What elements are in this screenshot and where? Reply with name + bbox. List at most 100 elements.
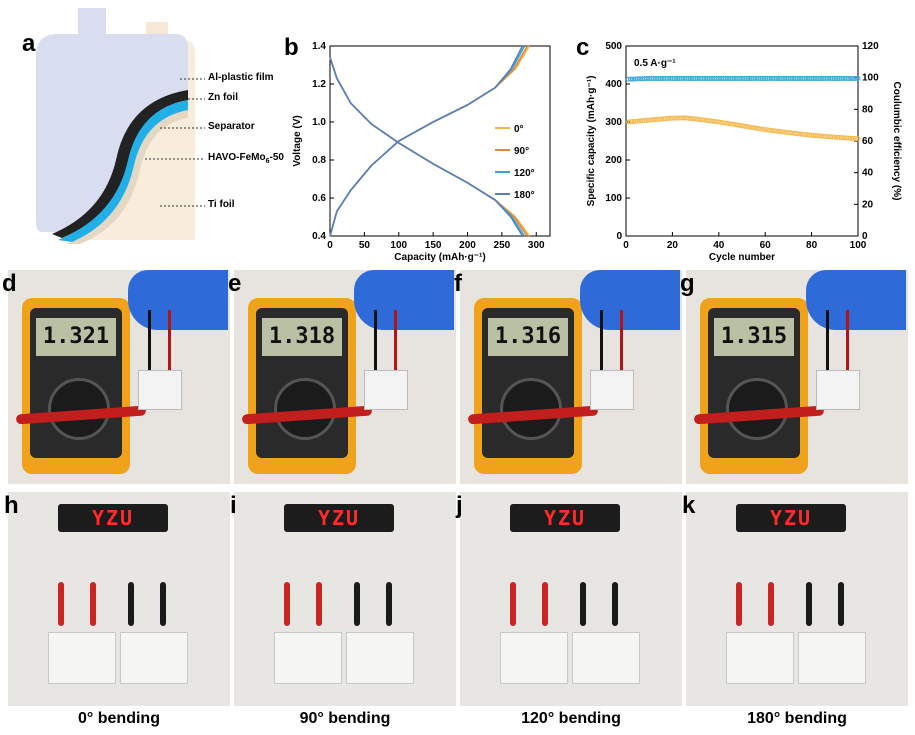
panel-label-c: c <box>576 34 590 61</box>
pouch-cell <box>590 370 634 410</box>
pouch-cell-1 <box>274 632 342 684</box>
capacity-point <box>799 131 805 137</box>
efficiency-point <box>792 75 798 81</box>
bending-caption: 120° bending <box>521 710 621 727</box>
capacity-point <box>690 116 696 122</box>
efficiency-point <box>709 75 715 81</box>
y2-tick-label: 40 <box>862 168 874 179</box>
efficiency-point <box>702 75 708 81</box>
efficiency-point <box>809 75 815 81</box>
y-tick-label: 0.6 <box>312 193 326 204</box>
capacity-point <box>695 116 701 122</box>
series-charge-line <box>329 45 529 237</box>
efficiency-point <box>646 75 652 81</box>
efficiency-point <box>669 75 675 81</box>
capacity-point <box>737 122 743 128</box>
capacity-point <box>697 117 703 123</box>
efficiency-point <box>758 75 764 81</box>
capacity-point <box>730 121 736 127</box>
efficiency-point <box>769 75 775 81</box>
capacity-point <box>744 124 750 130</box>
efficiency-point <box>825 75 831 81</box>
efficiency-point <box>753 75 759 81</box>
capacity-point <box>774 128 780 134</box>
zn-foil-layer <box>52 90 188 238</box>
capacity-point <box>637 118 643 124</box>
black-clip-2 <box>838 582 844 626</box>
x-tick-label: 150 <box>425 240 442 251</box>
capacity-point <box>681 115 687 121</box>
efficiency-point <box>799 75 805 81</box>
capacity-point <box>781 129 787 135</box>
efficiency-point <box>765 75 771 81</box>
capacity-point <box>746 124 752 130</box>
efficiency-point <box>642 76 648 82</box>
y2-tick-label: 60 <box>862 136 874 147</box>
red-clip-1 <box>736 582 742 626</box>
capacity-point <box>644 117 650 123</box>
capacity-point <box>649 117 655 123</box>
led-text: YZU <box>317 506 361 530</box>
plot-frame <box>329 45 551 237</box>
x-tick-label: 20 <box>667 240 679 251</box>
efficiency-point <box>816 75 822 81</box>
efficiency-point <box>781 75 787 81</box>
efficiency-point <box>725 75 731 81</box>
panel-label-e: e <box>228 270 242 297</box>
capacity-point <box>628 119 634 125</box>
legend-label: 120° <box>514 168 535 179</box>
efficiency-point <box>802 75 808 81</box>
efficiency-point <box>776 75 782 81</box>
capacity-point <box>853 136 859 142</box>
efficiency-point <box>841 75 847 81</box>
capacity-point <box>639 118 645 124</box>
red-clip-1 <box>58 582 64 626</box>
red-clip-2 <box>768 582 774 626</box>
pouch-cell-2 <box>120 632 188 684</box>
pouch-cell-1 <box>726 632 794 684</box>
efficiency-point <box>790 75 796 81</box>
efficiency-point <box>832 75 838 81</box>
efficiency-point <box>843 75 849 81</box>
efficiency-point <box>820 75 826 81</box>
x-axis-label: Capacity (mAh·g⁻¹) <box>394 252 485 263</box>
capacity-point <box>771 128 777 134</box>
capacity-point <box>674 115 680 121</box>
capacity-point <box>751 125 757 131</box>
label-al-plastic-film: Al-plastic film <box>208 72 274 83</box>
black-clip-1 <box>354 582 360 626</box>
capacity-point <box>632 118 638 124</box>
black-clip-1 <box>806 582 812 626</box>
y2-tick-label: 20 <box>862 199 874 210</box>
efficiency-point <box>625 76 631 82</box>
efficiency-point <box>723 75 729 81</box>
capacity-point <box>802 132 808 138</box>
probe-black <box>600 310 603 370</box>
efficiency-point <box>823 75 829 81</box>
capacity-point <box>741 123 747 129</box>
led-photo-h: YZU <box>8 492 230 706</box>
panel-label-g: g <box>680 270 695 297</box>
efficiency-point <box>704 75 710 81</box>
series-discharge-line <box>329 57 526 237</box>
lcd-reading: 1.316 <box>488 318 568 356</box>
x-tick-label: 250 <box>494 240 511 251</box>
efficiency-point <box>672 75 678 81</box>
capacity-point <box>732 122 738 128</box>
red-clip-1 <box>510 582 516 626</box>
capacity-point <box>834 134 840 140</box>
efficiency-point <box>785 75 791 81</box>
efficiency-point <box>727 75 733 81</box>
efficiency-point <box>635 76 641 82</box>
capacity-point <box>672 115 678 121</box>
y-tick-label: 0 <box>616 231 622 242</box>
multimeter-photo-f: 1.316 <box>460 270 682 484</box>
efficiency-point <box>855 75 861 81</box>
capacity-point <box>829 134 835 140</box>
capacity-point <box>686 115 692 121</box>
efficiency-point <box>839 75 845 81</box>
top-tab-left <box>78 8 106 38</box>
capacity-point <box>846 135 852 141</box>
y2-tick-label: 0 <box>862 231 868 242</box>
probe-red <box>846 310 849 370</box>
